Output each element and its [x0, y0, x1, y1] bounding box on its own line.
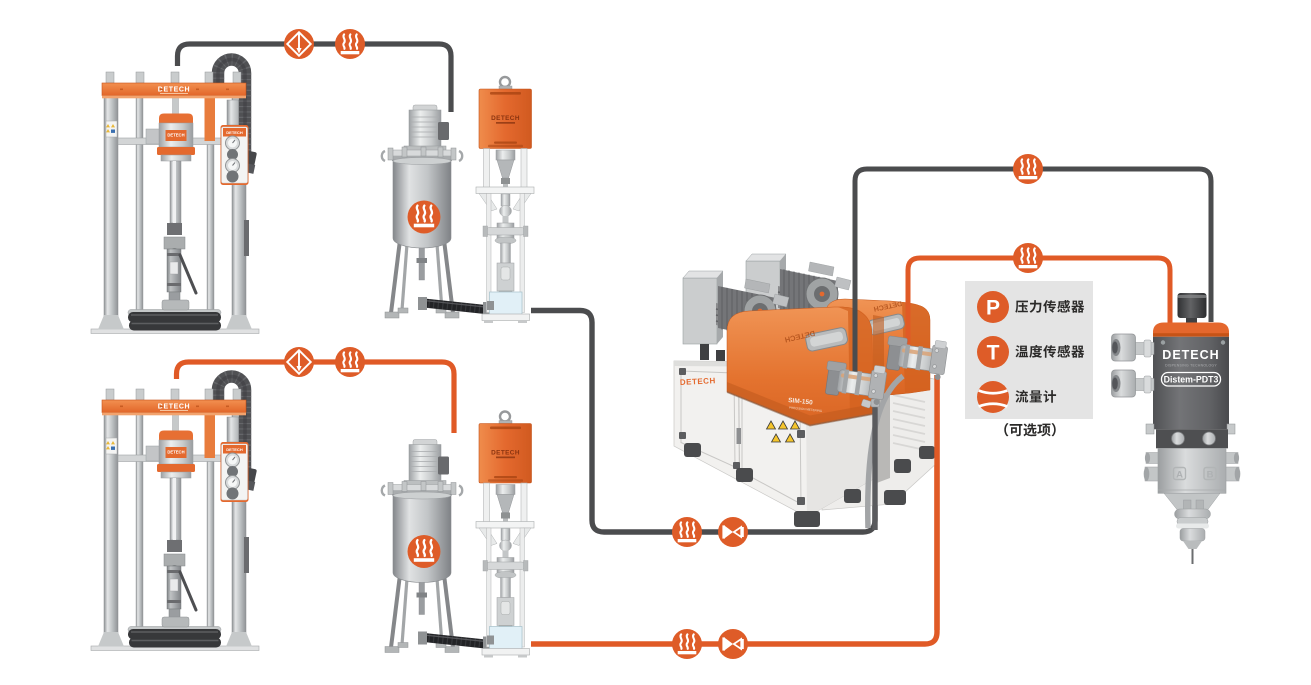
svg-text:DETECH: DETECH — [680, 376, 716, 387]
svg-text:SIM-150: SIM-150 — [788, 397, 814, 407]
svg-text:B: B — [1207, 469, 1214, 480]
svg-text:P: P — [986, 297, 1000, 320]
svg-text:DISPENSING TECHNOLOGY: DISPENSING TECHNOLOGY — [1165, 364, 1217, 368]
svg-text:T: T — [987, 342, 1000, 365]
svg-text:Distem-PDT3: Distem-PDT3 — [1164, 374, 1219, 384]
svg-text:DETECH: DETECH — [1162, 348, 1219, 362]
svg-text:PRECISION METERING: PRECISION METERING — [789, 406, 823, 414]
svg-text:A: A — [1176, 469, 1183, 480]
